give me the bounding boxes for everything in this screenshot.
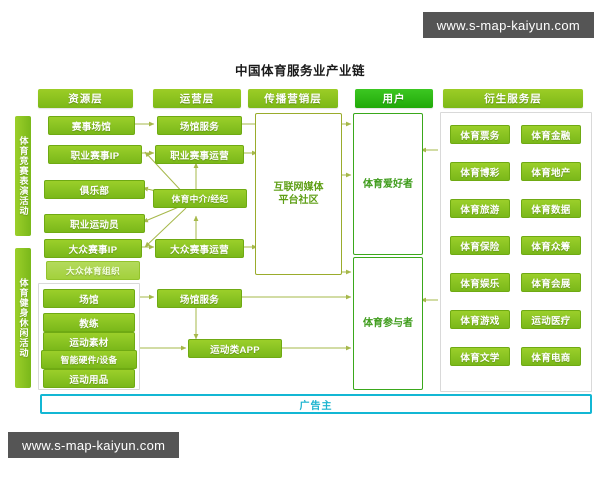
derivative-node-realestate[interactable]: 体育地产	[521, 162, 581, 181]
internet-media-platform-box[interactable]: 互联网媒体 平台社区	[255, 113, 342, 275]
derivative-node-medicine[interactable]: 运动医疗	[521, 310, 581, 329]
resource-node-pro-athlete[interactable]: 职业运动员	[44, 214, 145, 233]
watermark-top: www.s-map-kaiyun.com	[422, 12, 594, 38]
resource-node-coach[interactable]: 教练	[43, 313, 135, 332]
resource-node-smart-hardware[interactable]: 智能硬件/设备	[41, 350, 137, 369]
derivative-node-games[interactable]: 体育游戏	[450, 310, 510, 329]
derivative-node-data[interactable]: 体育数据	[521, 199, 581, 218]
operation-node-venue-service-2[interactable]: 场馆服务	[157, 289, 242, 308]
resource-node-mass-event-ip[interactable]: 大众赛事IP	[44, 239, 142, 258]
resource-node-sport-content[interactable]: 运动素材	[43, 332, 135, 351]
derivative-node-ecommerce[interactable]: 体育电商	[521, 347, 581, 366]
operation-node-venue-service-1[interactable]: 场馆服务	[157, 116, 242, 135]
resource-node-pro-event-ip[interactable]: 职业赛事IP	[48, 145, 142, 164]
derivative-node-entertainment[interactable]: 体育娱乐	[450, 273, 510, 292]
derivative-node-insurance[interactable]: 体育保险	[450, 236, 510, 255]
derivative-node-literature[interactable]: 体育文学	[450, 347, 510, 366]
user-group-sports-participants[interactable]: 体育参与者	[353, 257, 423, 390]
header-derivative-layer[interactable]: 衍生服务层	[443, 89, 583, 108]
operation-node-pro-event-ops[interactable]: 职业赛事运营	[155, 145, 244, 164]
platform-label-line2: 平台社区	[278, 195, 319, 206]
header-marketing-layer[interactable]: 传播营销层	[248, 89, 338, 108]
derivative-node-crowdfund[interactable]: 体育众筹	[521, 236, 581, 255]
resource-node-competition-venue[interactable]: 赛事场馆	[48, 116, 135, 135]
user-group-sports-fans[interactable]: 体育爱好者	[353, 113, 423, 255]
operation-node-mass-event-ops[interactable]: 大众赛事运营	[155, 239, 244, 258]
derivative-node-tourism[interactable]: 体育旅游	[450, 199, 510, 218]
header-operation-layer[interactable]: 运营层	[153, 89, 241, 108]
derivative-node-lottery[interactable]: 体育博彩	[450, 162, 510, 181]
advertiser-bar[interactable]: 广告主	[40, 394, 592, 414]
derivative-node-ticketing[interactable]: 体育票务	[450, 125, 510, 144]
operation-node-agency[interactable]: 体育中介/经纪	[153, 189, 247, 208]
chart-title: 中国体育服务业产业链	[234, 64, 365, 78]
platform-label-line1: 互联网媒体	[273, 182, 324, 193]
resource-node-venue[interactable]: 场馆	[43, 289, 135, 308]
derivative-node-finance[interactable]: 体育金融	[521, 125, 581, 144]
resource-node-mass-sport-org[interactable]: 大众体育组织	[46, 261, 140, 280]
header-resource-layer[interactable]: 资源层	[38, 89, 133, 108]
side-label-fitness: 体育健身休闲活动	[15, 248, 31, 388]
resource-node-sport-goods[interactable]: 运动用品	[43, 369, 135, 388]
resource-node-club[interactable]: 俱乐部	[44, 180, 145, 199]
side-label-competition: 体育竞赛表演活动	[15, 116, 31, 236]
derivative-node-exhibition[interactable]: 体育会展	[521, 273, 581, 292]
watermark-bottom: www.s-map-kaiyun.com	[8, 432, 180, 458]
header-user-layer[interactable]: 用户	[355, 89, 433, 108]
operation-node-sports-app[interactable]: 运动类APP	[188, 339, 282, 358]
